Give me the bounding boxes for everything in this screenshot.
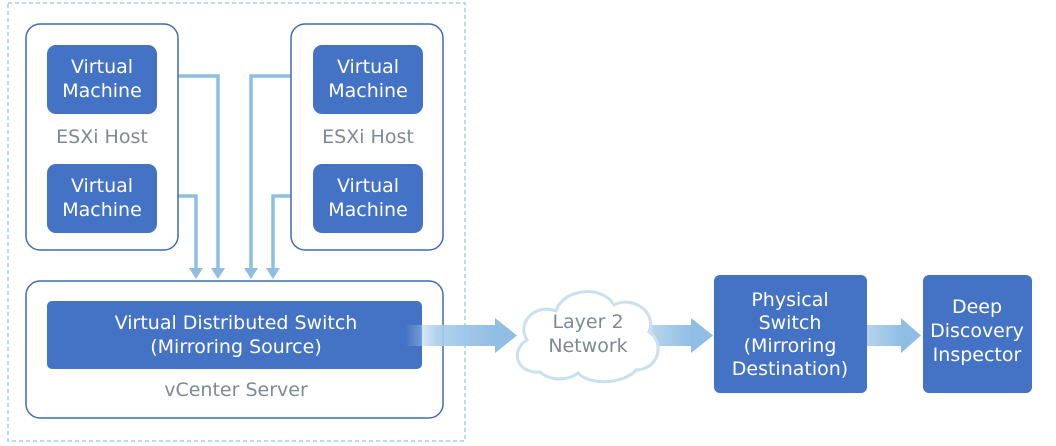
- arrowhead-vm1: [211, 268, 225, 279]
- connector-arrowheads: [189, 268, 280, 279]
- vm-label-line1: Virtual: [337, 56, 399, 78]
- inspector-line2: Discovery: [930, 320, 1024, 342]
- vm-box: [47, 164, 157, 233]
- switch-label-line2: (Mirroring Source): [150, 336, 321, 358]
- arrowhead-vm3: [244, 268, 258, 279]
- inspector-line1: Deep: [952, 296, 1002, 318]
- vm-label-line1: Virtual: [337, 175, 399, 197]
- vm-label-line1: Virtual: [71, 175, 133, 197]
- esxi-host-label: ESXi Host: [322, 126, 414, 148]
- virtual-distributed-switch: [47, 301, 422, 369]
- vm-box: [313, 45, 423, 114]
- network-label-line2: Network: [548, 335, 627, 357]
- flow-arrow-switch-to-network: [405, 318, 517, 353]
- cloud-icon: [515, 290, 660, 384]
- vm-label-line1: Virtual: [71, 56, 133, 78]
- physical-switch-line4: Destination): [732, 358, 848, 380]
- network-label-line1: Layer 2: [552, 311, 623, 333]
- physical-switch-line3: (Mirroring: [744, 335, 837, 357]
- vm-label-line2: Machine: [328, 199, 408, 221]
- vm-label-line2: Machine: [328, 80, 408, 102]
- vcenter-server-label: vCenter Server: [164, 379, 308, 401]
- esxi-host-label: ESXi Host: [56, 126, 148, 148]
- physical-switch: [714, 275, 867, 393]
- inspector-line3: Inspector: [933, 344, 1022, 366]
- physical-switch-line2: Switch: [759, 312, 822, 334]
- deep-discovery-inspector: [923, 275, 1032, 393]
- vm-box: [47, 45, 157, 114]
- vm-to-switch-connectors: [157, 74, 313, 270]
- switch-label-line1: Virtual Distributed Switch: [115, 312, 358, 334]
- arrowhead-vm4: [266, 268, 280, 279]
- physical-switch-line1: Physical: [751, 289, 828, 311]
- environment-boundary: [7, 2, 466, 442]
- vm-label-line2: Machine: [62, 80, 142, 102]
- vm-label-line2: Machine: [62, 199, 142, 221]
- vm-box: [313, 164, 423, 233]
- arrowhead-vm2: [189, 268, 203, 279]
